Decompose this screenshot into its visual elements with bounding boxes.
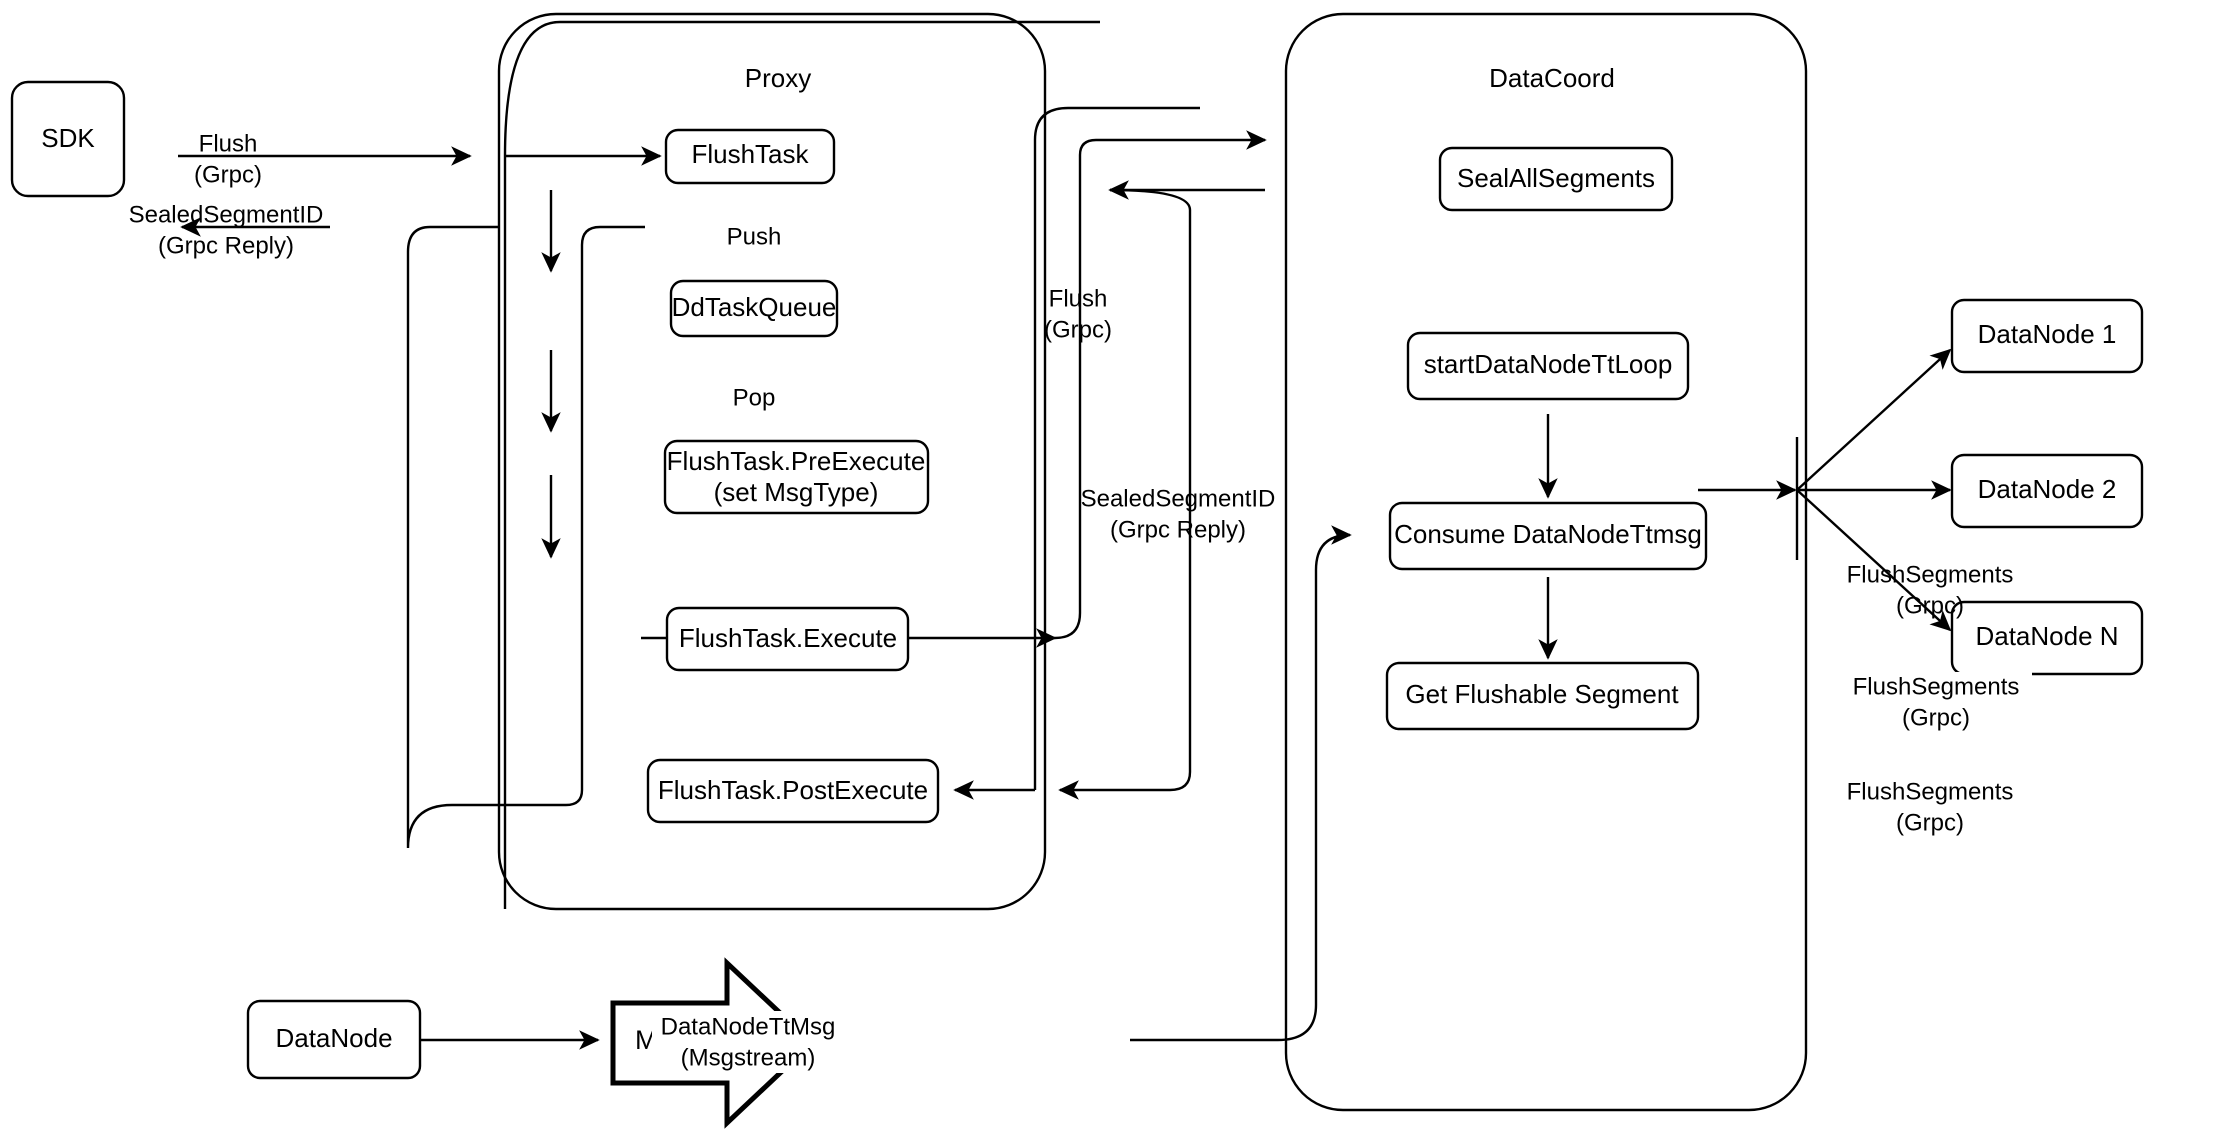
datanode2-label: DataNode 2 bbox=[1978, 474, 2117, 504]
sealallsegments-box[interactable] bbox=[1438, 146, 1674, 212]
datacoord-container-label: DataCoord bbox=[1489, 63, 1615, 93]
datanode2-box[interactable] bbox=[1950, 453, 2144, 529]
node-startdatanodettloop[interactable]: startDataNodeTtLoop bbox=[1406, 331, 1690, 401]
datanode-ttmsg-line1: DataNodeTtMsg bbox=[661, 1013, 836, 1040]
startdatanodettloop-label: startDataNodeTtLoop bbox=[1424, 349, 1673, 379]
flushsegmentsn-line2: (Grpc) bbox=[1896, 809, 1964, 836]
node-postexecute[interactable]: FlushTask.PostExecute bbox=[646, 758, 940, 824]
flushtask-box[interactable] bbox=[664, 128, 836, 185]
datanode-ttmsg-label-bg bbox=[652, 1011, 862, 1073]
node-datanode-1[interactable]: DataNode 1 bbox=[1950, 298, 2144, 374]
getflushablesegment-label: Get Flushable Segment bbox=[1405, 679, 1679, 709]
push-label: Push bbox=[727, 223, 782, 250]
node-consumedatanodettmsg[interactable]: Consume DataNodeTtmsg bbox=[1388, 501, 1708, 571]
edge-hub-to-datanoden bbox=[1796, 489, 1952, 632]
consumedatanodettmsg-label: Consume DataNodeTtmsg bbox=[1394, 519, 1702, 549]
proxy-flush-line2: (Grpc) bbox=[1044, 316, 1112, 343]
sdk-reply-line2: (Grpc Reply) bbox=[158, 232, 294, 259]
flushsegments2-label-bg bbox=[1840, 672, 2032, 734]
sdk-flush-line1: Flush bbox=[199, 130, 258, 157]
datanoden-box[interactable] bbox=[1950, 600, 2144, 676]
edge-label-push: Push bbox=[706, 222, 802, 252]
edge-label-pop: Pop bbox=[712, 383, 796, 413]
edge-label-flushsegments-n: FlushSegments (Grpc) bbox=[1847, 778, 2014, 836]
flushtask-label: FlushTask bbox=[691, 139, 809, 169]
flushsegments1-line1: FlushSegments bbox=[1847, 561, 2014, 588]
node-datanode-2[interactable]: DataNode 2 bbox=[1950, 453, 2144, 529]
consumedatanodettmsg-box[interactable] bbox=[1388, 501, 1708, 571]
edge-msgstream-up-to-consume bbox=[1277, 525, 1352, 1042]
edge-hub-to-datanode1 bbox=[1796, 348, 1952, 491]
node-preexecute[interactable]: FlushTask.PreExecute (set MsgType) bbox=[663, 439, 930, 515]
datanoden-label: DataNode N bbox=[1975, 621, 2118, 651]
postexecute-box[interactable] bbox=[646, 758, 940, 824]
datanode-ttmsg-line2: (Msgstream) bbox=[681, 1044, 816, 1071]
edge-label-datanode-ttmsg: DataNodeTtMsg (Msgstream) bbox=[652, 1011, 862, 1073]
ddtaskqueue-label: DdTaskQueue bbox=[672, 292, 837, 322]
push-label-bg bbox=[706, 222, 802, 252]
sdk-box[interactable] bbox=[10, 80, 126, 198]
node-sealallsegments[interactable]: SealAllSegments bbox=[1438, 146, 1674, 212]
sdk-reply-line1: SealedSegmentID bbox=[129, 201, 324, 228]
edge-flush-grpc-to-datacoord bbox=[1054, 130, 1267, 640]
node-flushtask[interactable]: FlushTask bbox=[664, 128, 836, 185]
sdk-label: SDK bbox=[41, 123, 95, 153]
postexecute-label: FlushTask.PostExecute bbox=[658, 775, 928, 805]
datanode1-label: DataNode 1 bbox=[1978, 319, 2117, 349]
preexecute-box[interactable] bbox=[663, 439, 930, 515]
sealallsegments-label: SealAllSegments bbox=[1457, 163, 1655, 193]
execute-label: FlushTask.Execute bbox=[679, 623, 897, 653]
edge-flush-gutter-top bbox=[1033, 106, 1200, 141]
pop-label-bg bbox=[712, 383, 796, 413]
datanode1-box[interactable] bbox=[1950, 298, 2144, 374]
edge-postexecute-return-path bbox=[406, 225, 584, 849]
edge-proxy-top-curve bbox=[503, 20, 1100, 157]
pop-label: Pop bbox=[733, 384, 776, 411]
preexecute-label-line2: (set MsgType) bbox=[714, 477, 879, 507]
datanode-bottom-box[interactable] bbox=[246, 999, 422, 1080]
proxy-flush-line1: Flush bbox=[1049, 285, 1108, 312]
flushsegments2-line2: (Grpc) bbox=[1902, 704, 1970, 731]
node-getflushablesegment[interactable]: Get Flushable Segment bbox=[1385, 661, 1700, 731]
datanode-bottom-label: DataNode bbox=[275, 1023, 392, 1053]
flushsegments2-line1: FlushSegments bbox=[1853, 673, 2020, 700]
node-execute[interactable]: FlushTask.Execute bbox=[665, 606, 910, 672]
proxy-reply-line1: SealedSegmentID bbox=[1081, 485, 1276, 512]
edge-label-proxy-reply: SealedSegmentID (Grpc Reply) bbox=[1081, 485, 1276, 543]
node-ddtaskqueue[interactable]: DdTaskQueue bbox=[669, 279, 839, 338]
flushsegmentsn-line1: FlushSegments bbox=[1847, 778, 2014, 805]
edge-reply-channel-down bbox=[1058, 188, 1192, 800]
edge-label-proxy-flush: Flush (Grpc) bbox=[1044, 285, 1112, 343]
flushsegments1-line2: (Grpc) bbox=[1896, 592, 1964, 619]
edge-label-sdk-reply: SealedSegmentID (Grpc Reply) bbox=[129, 201, 324, 259]
node-sdk[interactable]: SDK bbox=[10, 80, 126, 198]
node-datanode-n[interactable]: DataNode N bbox=[1950, 600, 2144, 676]
node-datanode-bottom[interactable]: DataNode bbox=[246, 999, 422, 1080]
proxy-reply-line2: (Grpc Reply) bbox=[1110, 516, 1246, 543]
startdatanodettloop-box[interactable] bbox=[1406, 331, 1690, 401]
edge-label-flushsegments-2: FlushSegments (Grpc) bbox=[1840, 672, 2032, 734]
edge-sealedsegmentid-vertical-left bbox=[580, 225, 645, 790]
edge-label-flushsegments-1: FlushSegments (Grpc) bbox=[1847, 561, 2014, 619]
execute-box[interactable] bbox=[665, 606, 910, 672]
ddtaskqueue-box[interactable] bbox=[669, 279, 839, 338]
getflushablesegment-box[interactable] bbox=[1385, 661, 1700, 731]
preexecute-label-line1: FlushTask.PreExecute bbox=[667, 446, 926, 476]
sdk-flush-line2: (Grpc) bbox=[194, 161, 262, 188]
edge-label-sdk-flush: Flush (Grpc) bbox=[194, 130, 262, 188]
proxy-container-label: Proxy bbox=[745, 63, 811, 93]
